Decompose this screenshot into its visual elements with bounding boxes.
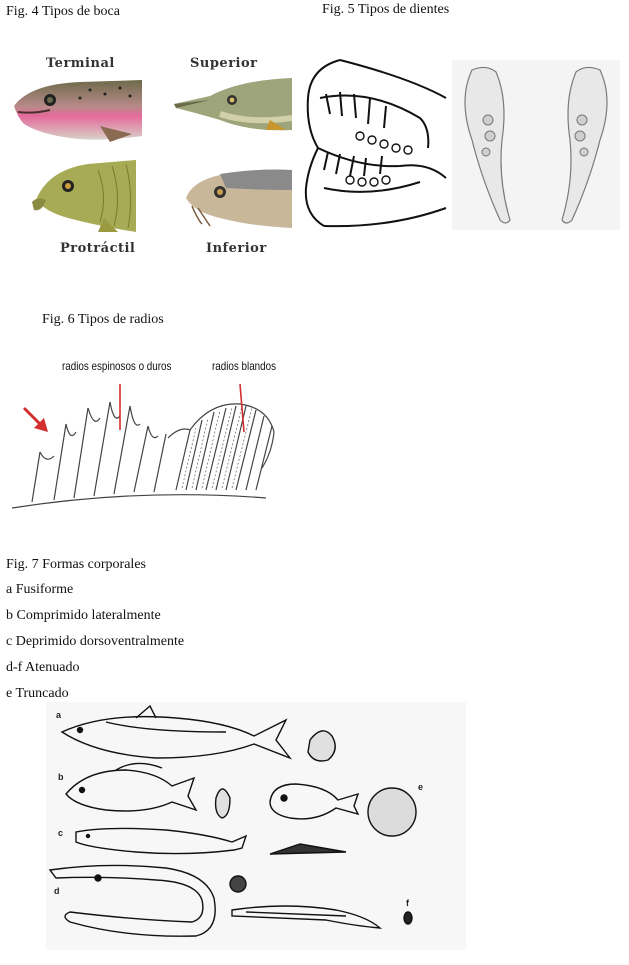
panel-letter-e: e bbox=[418, 782, 423, 792]
form-item-e: e Truncado bbox=[6, 686, 69, 701]
panel-letter-a: a bbox=[56, 710, 62, 720]
fish-inferior-mouth-image bbox=[186, 169, 292, 228]
fig6-caption: Fig. 6 Tipos de radios bbox=[42, 312, 164, 327]
label-terminal: Terminal bbox=[46, 56, 115, 71]
first-ray-arrow-head bbox=[34, 418, 48, 432]
fin-rays-drawing bbox=[11, 383, 275, 509]
fig7-caption: Fig. 7 Formas corporales bbox=[6, 557, 146, 572]
panel-letter-d: d bbox=[54, 886, 60, 896]
form-item-a: a Fusiforme bbox=[6, 582, 74, 597]
fish-superior-mouth-image bbox=[174, 78, 292, 131]
panel-letter-f: f bbox=[406, 898, 410, 908]
form-item-b: b Comprimido lateralmente bbox=[6, 608, 161, 623]
label-soft-rays: radios blandos bbox=[212, 359, 277, 373]
fig5-caption: Fig. 5 Tipos de dientes bbox=[322, 2, 450, 17]
teeth-jaw-drawing bbox=[304, 59, 447, 228]
fish-protractile-mouth-image bbox=[32, 160, 136, 232]
form-item-d-f: d-f Atenuado bbox=[6, 660, 80, 675]
panel-letter-c: c bbox=[58, 828, 63, 838]
label-protractil: Protráctil bbox=[60, 241, 136, 256]
fish-terminal-mouth-image bbox=[14, 80, 142, 142]
label-superior: Superior bbox=[190, 56, 258, 71]
panel-letter-b: b bbox=[58, 772, 64, 782]
label-spiny-rays: radios espinosos o duros bbox=[62, 359, 172, 373]
label-inferior: Inferior bbox=[206, 241, 267, 256]
fig4-caption: Fig. 4 Tipos de boca bbox=[6, 4, 120, 19]
teeth-pharyngeal-bones-image bbox=[452, 60, 620, 230]
body-shapes-drawing: a b c d e f bbox=[46, 702, 466, 950]
form-item-c: c Deprimido dorsoventralmente bbox=[6, 634, 185, 649]
soft-ray-pointer-line bbox=[239, 383, 245, 433]
